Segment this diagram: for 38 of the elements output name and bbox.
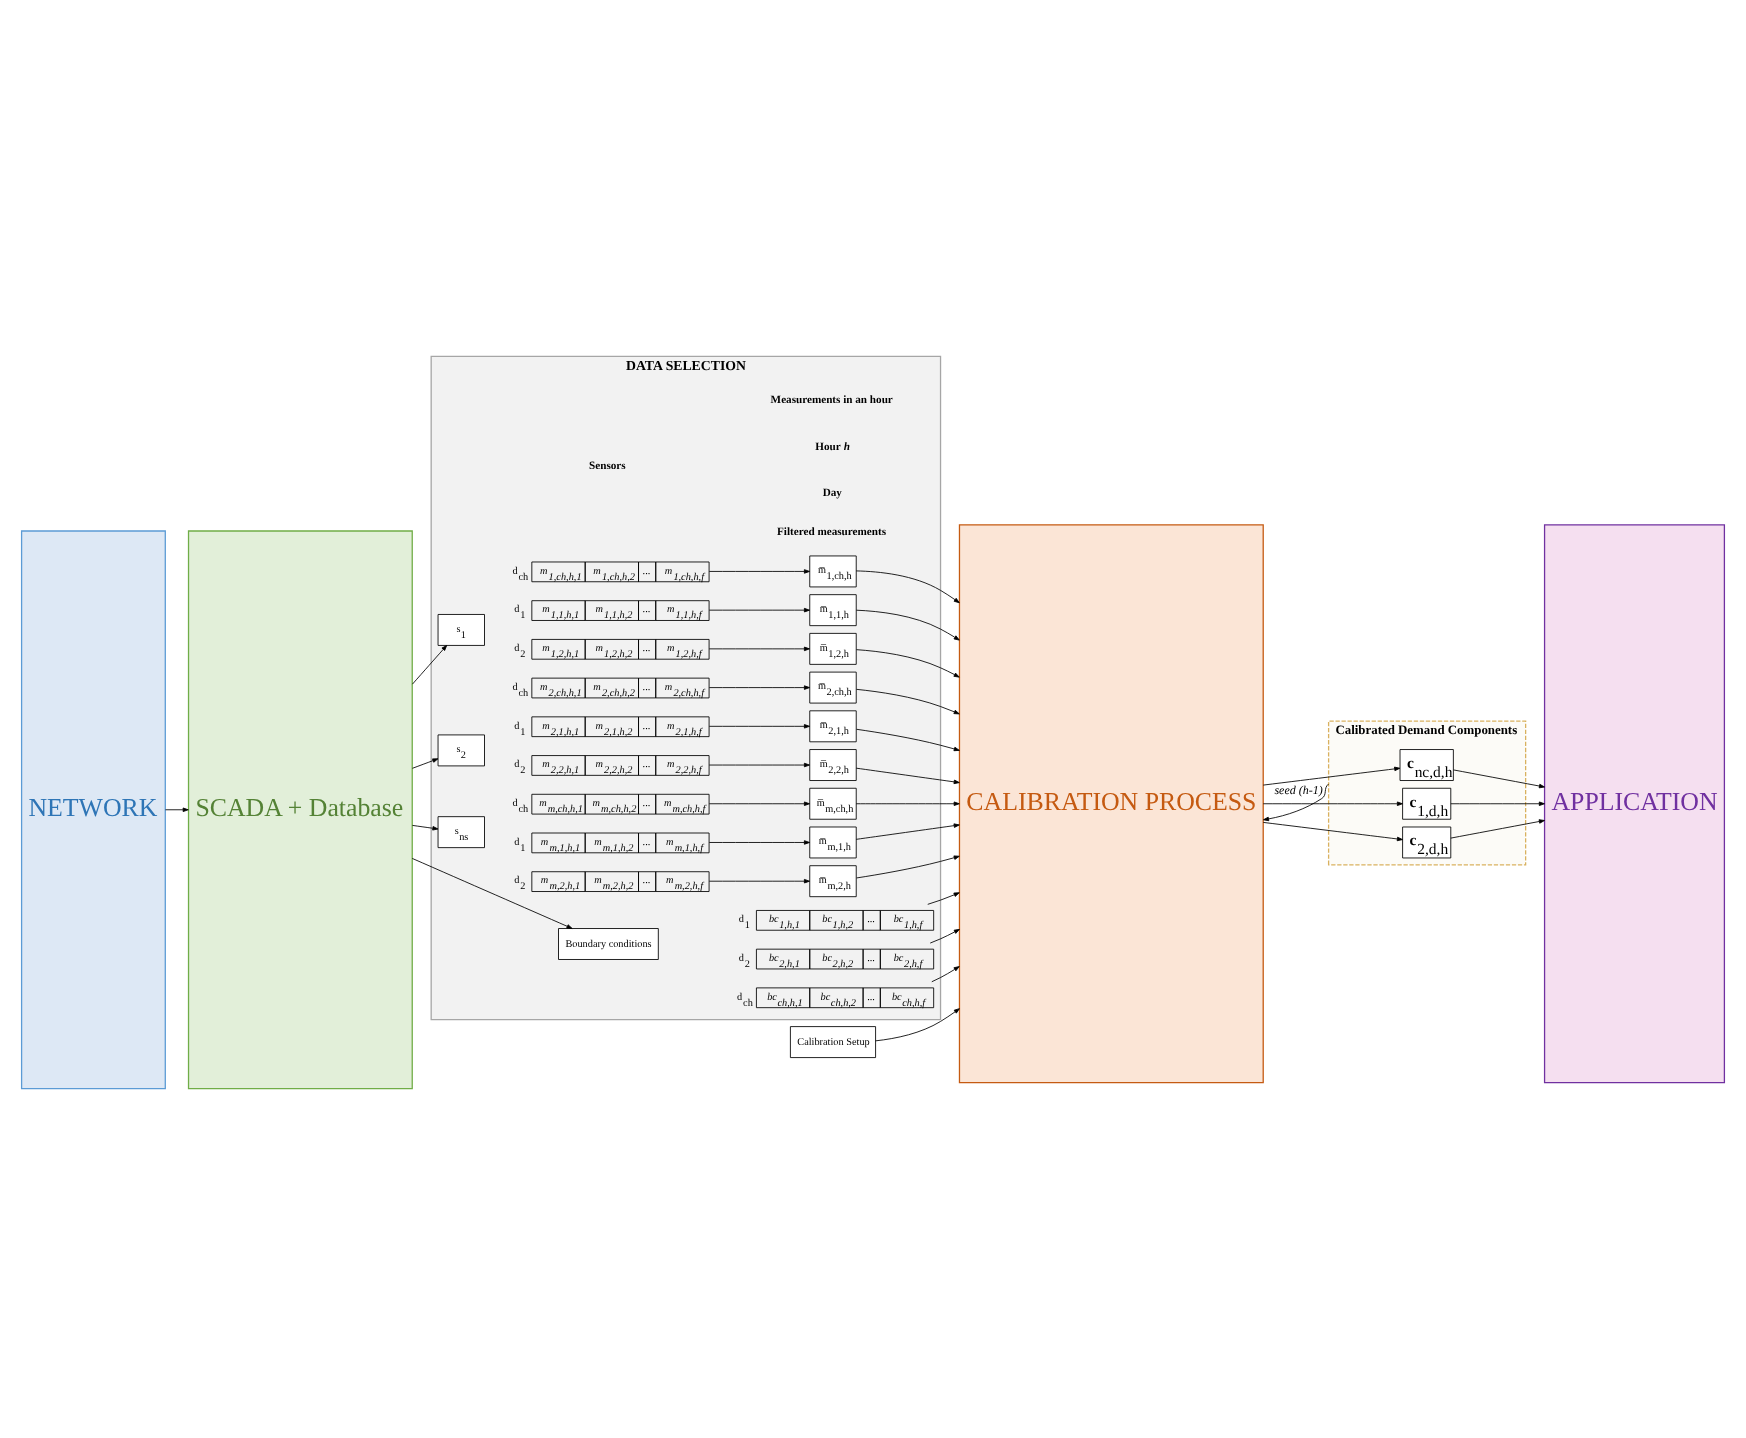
arrow [931,966,960,983]
arrow [412,824,439,831]
arrow [1453,769,1545,789]
arrow [708,801,810,806]
arrow [856,649,960,678]
arrow [856,728,960,752]
arrow [856,855,960,879]
node-box: SCADA + Database [187,530,413,1090]
arrow [856,688,960,715]
arrow [855,570,960,604]
arrow [708,569,810,574]
arrow [855,801,960,806]
arrow [708,685,810,690]
arrow [708,607,810,613]
arrow [708,878,810,884]
arrow [708,646,810,652]
arrow [855,823,960,840]
arrow [927,892,960,905]
arrow [411,858,573,929]
arrow [929,928,960,944]
arrow [1262,801,1403,806]
arrow [708,724,810,729]
arrow [855,609,960,641]
node-box: NETWORK [20,530,166,1090]
arrow [1263,783,1330,822]
arrow [875,1008,960,1042]
arrow [412,645,448,685]
arrow [1450,819,1545,839]
node-box: APPLICATION [1543,524,1726,1084]
arrow [412,758,439,769]
arrow [1262,822,1403,842]
arrow [708,840,810,845]
node-box: CALIBRATION PROCESS [958,524,1264,1084]
arrow [1262,766,1401,786]
arrow [855,767,960,785]
arrow [1450,801,1545,806]
arrow [708,762,810,768]
arrow [165,807,189,812]
